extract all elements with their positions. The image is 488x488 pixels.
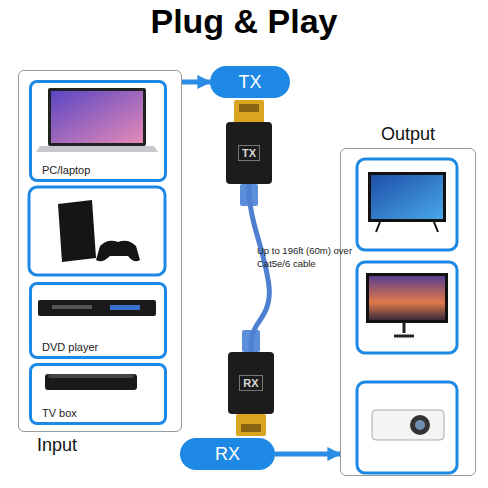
output-panel: Output	[340, 148, 476, 476]
node-text: RX	[239, 375, 262, 391]
page-title: Plug & Play	[0, 2, 488, 41]
dvd-body	[38, 300, 156, 316]
projector-box	[357, 382, 457, 473]
tv-box	[357, 159, 457, 250]
dvd-tray	[52, 305, 92, 309]
tv-frame	[368, 172, 446, 222]
projector-lens	[410, 415, 430, 435]
projector-body	[372, 410, 444, 440]
console-controller	[96, 241, 140, 262]
hdmi-pins	[239, 104, 259, 112]
dvd-display	[110, 305, 140, 310]
device-illustrations	[29, 88, 457, 473]
tv-image	[357, 159, 457, 250]
hdmi-plug	[236, 414, 266, 436]
console-box	[29, 187, 165, 275]
console-body	[58, 200, 96, 262]
tvbox-image	[45, 374, 137, 390]
laptop-image	[36, 88, 158, 152]
cable-label: Up to 196ft (60m) over Cat5e/6 cable	[257, 244, 353, 270]
flow-arrow	[182, 80, 210, 85]
hdmi-plug	[234, 100, 264, 124]
node-text: TX	[238, 72, 261, 93]
laptop-screen	[51, 91, 143, 143]
tv-feet	[376, 222, 438, 232]
node-text: DVD player	[42, 341, 164, 353]
node-text: RX	[215, 444, 240, 465]
monitor-image	[357, 262, 457, 353]
laptop-base	[36, 146, 158, 152]
hdmi-pins	[241, 424, 261, 432]
dvd-image	[38, 300, 156, 316]
monitor-stand	[394, 323, 414, 336]
extender-unit: TX	[226, 122, 272, 184]
device-box: TV box	[29, 363, 167, 425]
input-panel: InputPC/laptopDVD playerTV box	[18, 70, 182, 432]
signal-pill: TX	[210, 66, 290, 98]
signal-pill: RX	[180, 438, 275, 470]
node-text: PC/laptop	[42, 164, 164, 176]
extender-unit: RX	[228, 352, 274, 414]
node-text: Input	[37, 435, 77, 456]
tv-screen	[371, 175, 443, 219]
monitor-box	[357, 262, 457, 353]
laptop-frame	[48, 88, 146, 146]
node-text: TV box	[42, 407, 164, 419]
flow-arrow	[275, 452, 340, 457]
tvbox-body	[45, 374, 137, 390]
monitor-frame	[366, 273, 448, 323]
node-text: Output	[341, 124, 475, 145]
projector-glass	[415, 420, 425, 430]
device-box: DVD player	[29, 282, 167, 359]
tvbox-top	[48, 374, 134, 378]
monitor-screen	[369, 276, 445, 320]
projector-image	[357, 382, 457, 473]
console-image	[58, 200, 140, 262]
node-text: TX	[238, 145, 260, 161]
device-box: PC/laptop	[29, 80, 167, 182]
